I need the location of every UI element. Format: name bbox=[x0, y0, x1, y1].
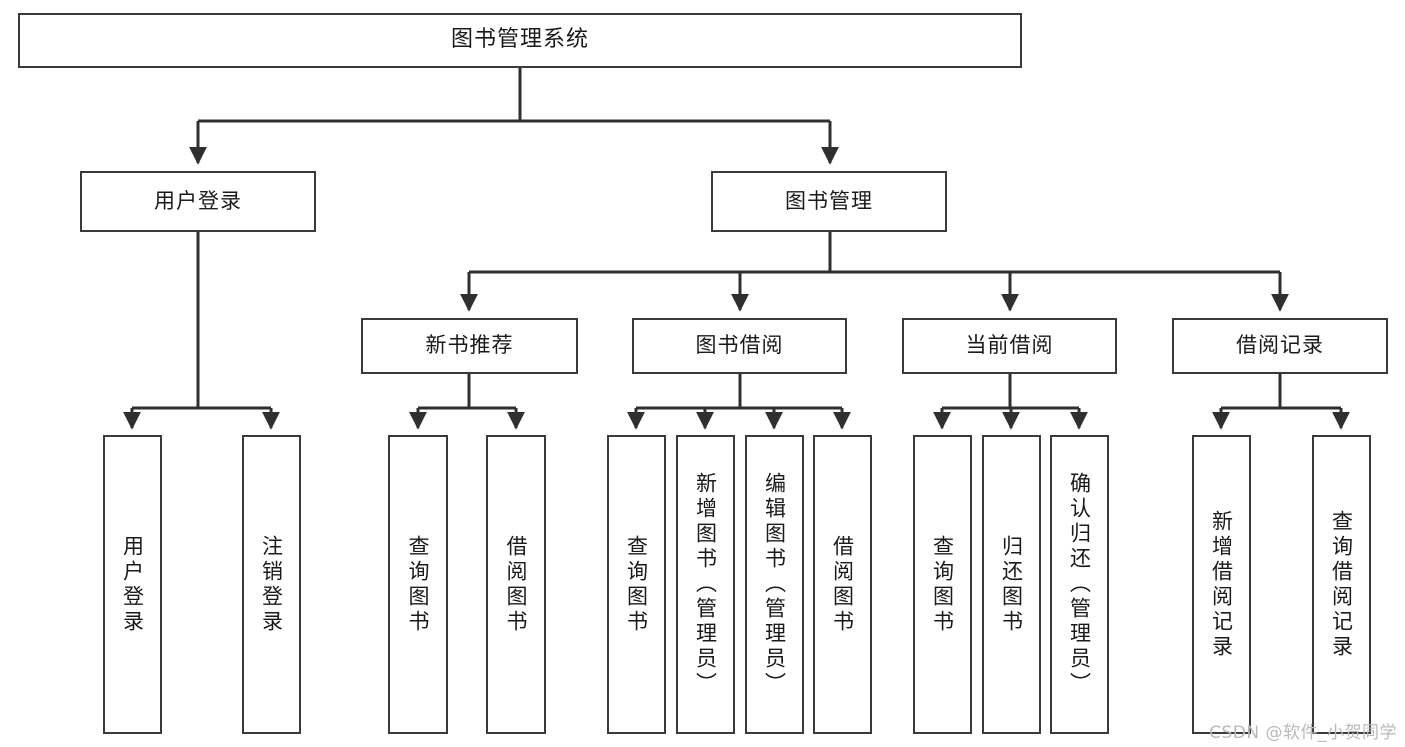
node-leaf-query-book-3[interactable]: 查询图书 bbox=[913, 435, 972, 734]
node-root[interactable]: 图书管理系统 bbox=[18, 13, 1022, 68]
node-leaf-add-record[interactable]: 新增借阅记录 bbox=[1192, 435, 1251, 734]
node-user-login[interactable]: 用户登录 bbox=[80, 171, 316, 232]
node-book-borrow[interactable]: 图书借阅 bbox=[632, 318, 847, 374]
node-leaf-confirm-return[interactable]: 确认归还（管理员） bbox=[1050, 435, 1109, 734]
node-leaf-logout[interactable]: 注销登录 bbox=[242, 435, 301, 734]
watermark-text: CSDN @软件_小贺同学 bbox=[1209, 723, 1397, 743]
node-new-book-recommend[interactable]: 新书推荐 bbox=[361, 318, 578, 374]
node-leaf-query-book-1[interactable]: 查询图书 bbox=[388, 435, 448, 734]
node-current-borrow[interactable]: 当前借阅 bbox=[902, 318, 1117, 374]
node-leaf-query-book-2[interactable]: 查询图书 bbox=[607, 435, 666, 734]
node-leaf-query-record[interactable]: 查询借阅记录 bbox=[1312, 435, 1371, 734]
node-leaf-edit-book[interactable]: 编辑图书（管理员） bbox=[745, 435, 804, 734]
node-borrow-record[interactable]: 借阅记录 bbox=[1172, 318, 1388, 374]
node-leaf-add-book[interactable]: 新增图书（管理员） bbox=[676, 435, 735, 734]
node-leaf-return-book[interactable]: 归还图书 bbox=[982, 435, 1041, 734]
node-leaf-borrow-book-2[interactable]: 借阅图书 bbox=[813, 435, 872, 734]
node-book-management[interactable]: 图书管理 bbox=[711, 171, 947, 232]
node-leaf-borrow-book-1[interactable]: 借阅图书 bbox=[486, 435, 546, 734]
node-leaf-user-login[interactable]: 用户登录 bbox=[103, 435, 162, 734]
